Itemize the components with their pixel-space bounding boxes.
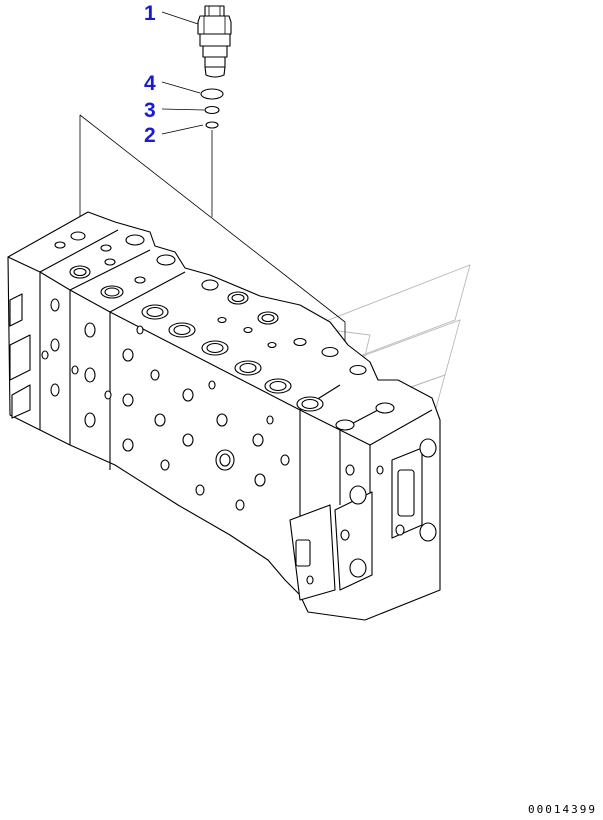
callout-leaders	[161, 11, 205, 135]
relief-valve-part-1	[197, 5, 232, 78]
callout-label-4: 4	[144, 72, 156, 95]
backup-ring-part-3	[204, 105, 220, 115]
callout-label-2: 2	[144, 124, 156, 147]
assembly-guide-lines	[79, 114, 346, 348]
callout-label-1: 1	[144, 2, 156, 25]
callout-label-3: 3	[144, 99, 156, 122]
o-ring-part-4	[200, 88, 224, 100]
side-face-holes	[41, 298, 405, 585]
document-number: 00014399	[528, 803, 597, 816]
o-ring-part-2	[205, 121, 219, 129]
valve-ports	[54, 231, 395, 431]
